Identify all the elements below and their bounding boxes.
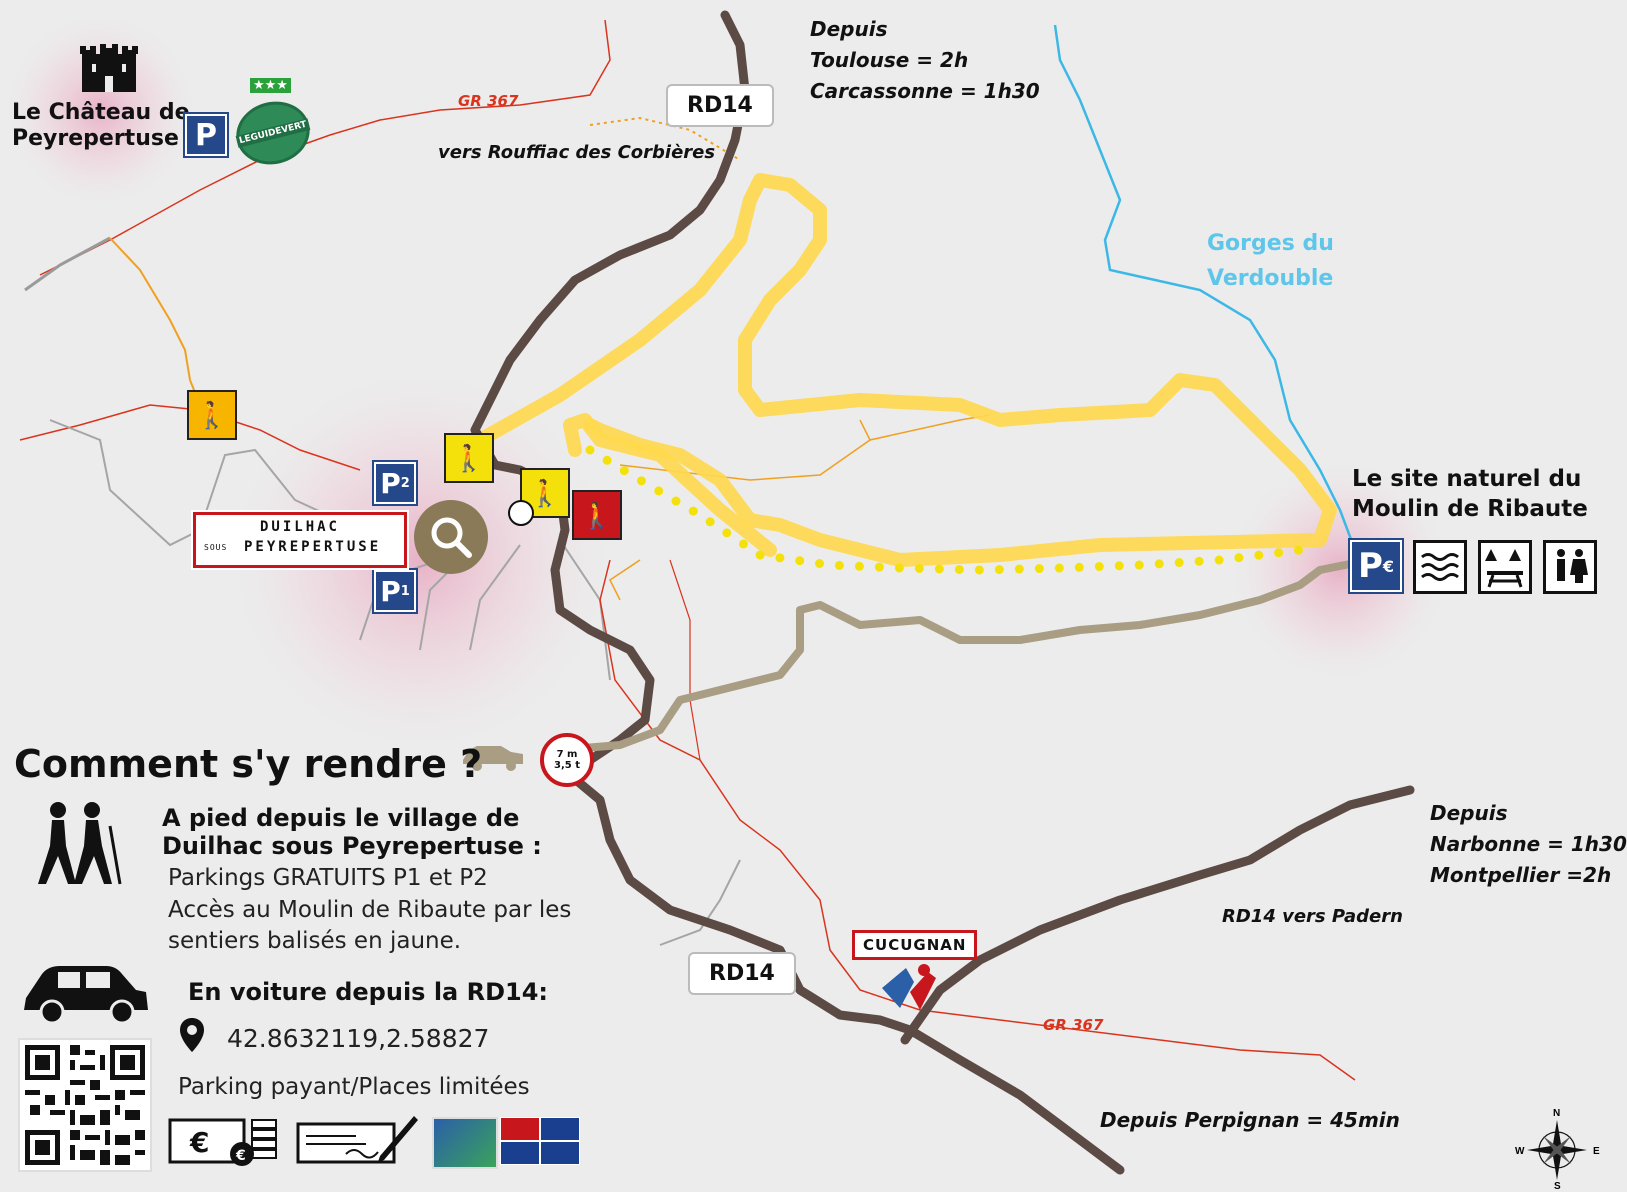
duilhac-peyrepertuse: PEYREPERTUSE [244,539,382,555]
mastercard-icon [500,1117,540,1141]
gr367-north-line [39,19,611,276]
red-side-line [669,559,701,761]
access-track-moulin [556,556,1374,754]
swimming-icon [1413,540,1467,594]
cb-card-icon [432,1117,498,1169]
hiker-sign-red: 🚶 [572,490,622,540]
cucugnan-sign: CUCUGNAN [852,930,978,960]
rd14-padern-label: RD14 vers Padern [1222,906,1403,927]
hiker-icon: 🚶 [580,499,614,530]
hiker-sign-yellow-1: 🚶 [444,433,494,483]
restriction-sign: 7 m 3,5 t [540,733,594,787]
duilhac-sous: SOUS [204,543,228,552]
duilhac-name: DUILHAC [259,519,340,535]
distance-north: Depuis Toulouse = 2h Carcassonne = 1h30 [810,17,1040,103]
walking-icon [32,800,124,886]
car-icon [20,960,152,1026]
parking-p2-index: 2 [400,475,410,491]
car-title: En voiture depuis la RD14: [188,978,548,1006]
hiker-icon: 🚶 [452,442,486,473]
parking-p2-letter: P [380,466,401,500]
chateau-halo [0,10,200,210]
visa-electron-icon [540,1141,580,1165]
walk-line-parking: Parkings GRATUITS P1 et P2 [168,865,488,891]
svg-text:€: € [235,1148,246,1164]
grey-path-south [659,859,741,946]
parking-paid-sign: P€ [1350,540,1402,592]
cheque-payment-icon [296,1112,420,1164]
compass-e: E [1593,1146,1600,1157]
gorges-label: Gorges du Verdouble [1207,231,1334,291]
gr367-south-label: GR 367 [1043,1016,1104,1034]
pr-trail-east [609,414,991,601]
rd14-road [470,10,1125,1175]
walk-line-access: Accès au Moulin de Ribaute par les senti… [168,897,572,954]
card-payment-icon [432,1117,580,1169]
search-icon [431,517,472,558]
duilhac-halo [220,360,620,760]
compass-n: N [1553,1108,1561,1119]
visa-icon [540,1117,580,1141]
grey-track-chateau [24,236,111,292]
yellow-dotted-trail [585,445,1305,575]
duilhac-town-sign: DUILHAC SOUS PEYREPERTUSE [193,512,407,568]
parking-paid-euro: € [1382,556,1395,576]
gr367-north-label: GR 367 [458,92,519,110]
car-note: Parking payant/Places limitées [178,1074,530,1100]
hiker-sign-west: 🚶 [187,390,237,440]
parking-castle-sign: P [185,114,227,156]
pr-trail-orange [109,237,201,406]
rd14-north-sign: RD14 [668,86,772,125]
guide-vert-name: LEGUIDEVERT [235,118,311,148]
yellow-trail-north-loop [473,173,1337,567]
maestro-icon [500,1141,540,1165]
parking-p1-letter: P [380,574,401,608]
compass-w: W [1515,1146,1525,1157]
rd14-padern-road [900,785,1415,1045]
svg-text:€: € [189,1126,209,1159]
gps-coordinates: 42.8632119,2.58827 [227,1024,490,1053]
guide-vert-stars: ★★★ [250,78,291,93]
moulin-label: Le site naturel du Moulin de Ribaute [1352,466,1588,522]
car-icon-map [463,746,523,771]
yellow-trail-south-loop [563,413,777,557]
compass-s: S [1554,1181,1561,1192]
distance-east: Depuis Narbonne = 1h30 Montpellier =2h [1430,801,1627,887]
hiker-icon: 🚶 [528,477,562,508]
toilets-icon [1543,540,1597,594]
castle-icon [78,44,140,92]
hiker-icon: 🚶 [195,399,229,430]
map-pin-icon [180,1018,204,1054]
zoom-magnifier-button[interactable] [414,500,488,574]
compass-icon [1527,1120,1587,1180]
qr-code[interactable] [18,1038,152,1172]
cash-payment-icon: €€ [168,1118,280,1168]
rd14-south-sign: RD14 [690,954,794,993]
legend-heading: Comment s'y rendre ? [14,742,483,786]
parking-castle-letter: P [195,117,217,153]
parking-paid-letter: P [1357,546,1383,586]
walk-title: A pied depuis le village de Duilhac sous… [162,804,542,860]
restriction-length: 7 m [556,749,578,760]
verdouble-river [1053,24,1357,551]
clock-icon [508,500,534,526]
chateau-label: Le Château de Peyrepertuse [12,100,190,151]
picnic-icon [1478,540,1532,594]
rouffiac-label: vers Rouffiac des Corbières [438,142,716,163]
cucugnan-logo-icon [880,962,942,1014]
restriction-weight: 3,5 t [554,760,580,771]
distance-south: Depuis Perpignan = 45min [1100,1108,1400,1132]
parking-p1-index: 1 [400,583,410,599]
